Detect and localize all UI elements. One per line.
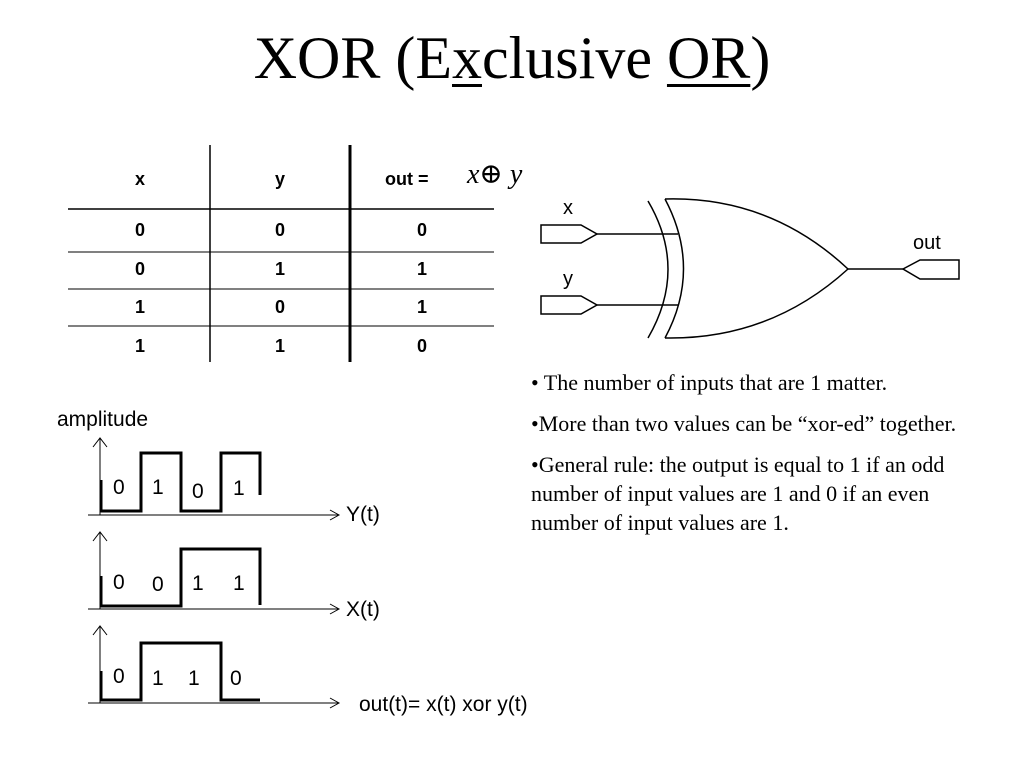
out-signal — [99, 641, 260, 702]
input-x-pin — [540, 224, 599, 244]
row4-out: 0 — [416, 336, 427, 356]
out-bit-3: 1 — [188, 667, 200, 690]
waveform-signals — [99, 451, 262, 702]
truth-table-grid — [68, 145, 494, 362]
row2-out: 1 — [416, 259, 427, 279]
header-x: x — [134, 169, 145, 189]
gate-back-arc — [664, 198, 685, 339]
out-bit-2: 1 — [152, 667, 164, 690]
row4-x: 1 — [134, 336, 145, 356]
y-bit-2: 1 — [152, 476, 164, 499]
y-amplitude-arrowhead — [92, 437, 108, 448]
gate-input-x-label: x — [563, 197, 573, 219]
x-amplitude-arrowhead — [92, 531, 108, 542]
gate-output-label: out — [913, 232, 941, 254]
amplitude-label: amplitude — [57, 408, 149, 431]
x-bit-4: 1 — [233, 572, 245, 595]
row1-y: 0 — [274, 220, 285, 240]
out-axis-arrowhead — [329, 697, 341, 709]
x-bit-3: 1 — [192, 572, 204, 595]
xor-extra-arc — [647, 200, 669, 339]
bullet-item-1: • The number of inputs that are 1 matter… — [531, 370, 888, 395]
input-y-pin — [540, 295, 599, 315]
bullet-item-2: •More than two values can be “xor-ed” to… — [531, 411, 957, 436]
y-bit-4: 1 — [233, 477, 245, 500]
row3-x: 1 — [134, 297, 145, 317]
out-bit-4: 0 — [230, 667, 242, 690]
gate-upper-curve — [664, 198, 849, 270]
row1-out: 0 — [416, 220, 427, 240]
title-text-3: clusive — [482, 25, 667, 91]
xor-formula: x⊕ y — [467, 159, 523, 190]
title-underlined-or: OR — [666, 25, 751, 91]
page-title: XOR (Exclusive OR) — [0, 22, 1024, 94]
out-signal-label: out(t)= x(t) xor y(t) — [359, 693, 528, 716]
y-bit-1: 0 — [113, 476, 125, 499]
x-bit-2: 0 — [152, 573, 164, 596]
bullet-item-3: •General rule: the output is equal to 1 … — [531, 452, 945, 535]
xor-gate — [540, 198, 960, 339]
y-signal-label: Y(t) — [346, 503, 380, 526]
bullet-list: • The number of inputs that are 1 matter… — [531, 368, 1001, 549]
x-axis-arrowhead — [329, 603, 341, 615]
title-text-5: ) — [750, 25, 771, 91]
row4-y: 1 — [274, 336, 285, 356]
gate-lower-curve — [664, 268, 849, 339]
row2-y: 1 — [274, 259, 285, 279]
gate-input-y-label: y — [563, 268, 573, 290]
row3-y: 0 — [274, 297, 285, 317]
output-pin — [901, 259, 960, 280]
title-underlined-x: x — [452, 25, 482, 91]
y-signal — [99, 451, 262, 513]
y-bit-3: 0 — [192, 480, 204, 503]
header-out: out = — [385, 169, 429, 189]
row1-x: 0 — [134, 220, 145, 240]
row3-out: 1 — [416, 297, 427, 317]
x-signal — [99, 547, 262, 608]
title-text-1: XOR (E — [253, 25, 452, 91]
out-amplitude-arrowhead — [92, 625, 108, 636]
header-y: y — [274, 169, 285, 189]
out-bit-1: 0 — [113, 665, 125, 688]
row2-x: 0 — [134, 259, 145, 279]
y-axis-arrowhead — [329, 509, 341, 521]
x-signal-label: X(t) — [346, 598, 380, 621]
waveform-axes — [88, 437, 341, 709]
x-bit-1: 0 — [113, 571, 125, 594]
